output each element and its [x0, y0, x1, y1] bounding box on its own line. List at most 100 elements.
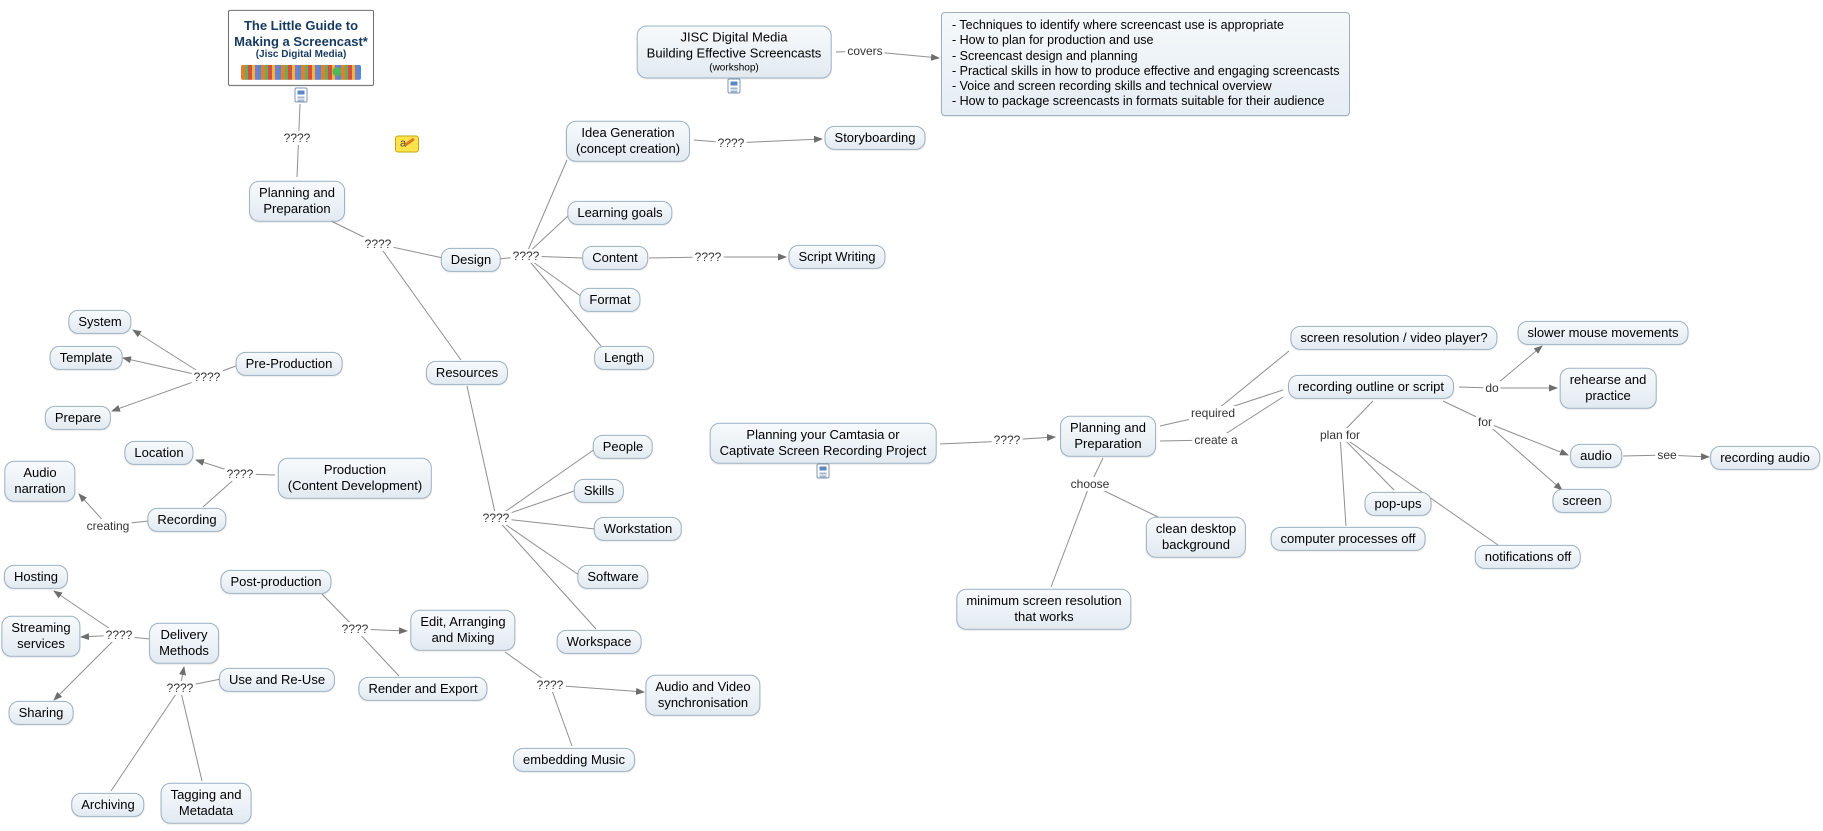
node-archiving[interactable]: Archiving	[71, 792, 145, 818]
node-recording-outline-script[interactable]: recording outline or script	[1288, 374, 1454, 400]
label-resources-children[interactable]: ????	[480, 511, 512, 525]
label-creating[interactable]: creating	[84, 519, 132, 533]
node-screen[interactable]: screen	[1552, 488, 1612, 514]
node-post-production[interactable]: Post-production	[220, 569, 332, 595]
node-software[interactable]: Software	[577, 564, 649, 590]
node-workstation[interactable]: Workstation	[593, 516, 683, 542]
label-idea-storyboarding[interactable]: ????	[715, 136, 747, 150]
node-label-line: People	[602, 438, 644, 454]
node-label-line: Design	[450, 251, 492, 267]
label-create-a[interactable]: create a	[1192, 433, 1240, 447]
label-do[interactable]: do	[1483, 381, 1501, 395]
label-preproduction-children[interactable]: ????	[191, 370, 223, 384]
node-label-line: Learning goals	[577, 204, 663, 220]
label-planning-design[interactable]: ????	[362, 237, 394, 251]
label-edit-children[interactable]: ????	[534, 678, 566, 692]
annotation-icon[interactable]	[395, 135, 419, 153]
node-format[interactable]: Format	[579, 287, 641, 313]
node-location[interactable]: Location	[124, 440, 194, 466]
node-audio[interactable]: audio	[1570, 443, 1622, 469]
edge-line	[495, 517, 580, 576]
node-label-line: System	[78, 313, 122, 329]
edge-line	[111, 376, 208, 412]
node-label-line: Storyboarding	[834, 129, 916, 145]
label-covers[interactable]: covers	[845, 44, 885, 58]
node-use-and-reuse[interactable]: Use and Re-Use	[218, 667, 336, 693]
resource-icon[interactable]	[294, 87, 308, 103]
label-to-delivery[interactable]: ????	[164, 681, 196, 695]
label-root-planning[interactable]: ????	[281, 131, 313, 145]
node-label-line: Content	[592, 249, 638, 265]
node-storyboarding[interactable]: Storyboarding	[824, 125, 926, 151]
node-learning-goals[interactable]: Learning goals	[567, 200, 673, 226]
label-design-children[interactable]: ????	[510, 249, 542, 263]
node-design[interactable]: Design	[440, 247, 502, 273]
label-production-children[interactable]: ????	[224, 467, 256, 481]
node-workshop-topics[interactable]: - Techniques to identify where screencas…	[941, 12, 1351, 116]
label-for[interactable]: for	[1475, 415, 1495, 429]
edge-line	[53, 634, 120, 701]
label-choose[interactable]: choose	[1068, 477, 1112, 491]
node-workspace[interactable]: Workspace	[556, 629, 642, 655]
node-resources[interactable]: Resources	[425, 360, 509, 386]
node-popups[interactable]: pop-ups	[1364, 491, 1432, 517]
node-production[interactable]: Production(Content Development)	[277, 457, 433, 499]
node-recording-audio[interactable]: recording audio	[1710, 445, 1820, 471]
node-notifications-off[interactable]: notifications off	[1474, 544, 1582, 570]
node-label-line: clean desktop	[1155, 520, 1237, 536]
label-camtasia-planning[interactable]: ????	[991, 433, 1023, 447]
edge-line	[525, 256, 583, 298]
node-idea-generation[interactable]: Idea Generation(concept creation)	[565, 120, 691, 162]
node-content[interactable]: Content	[582, 245, 648, 271]
node-label-line: - Voice and screen recording skills and …	[952, 79, 1272, 93]
node-skills[interactable]: Skills	[573, 478, 625, 504]
node-label-line: - How to plan for production and use	[952, 33, 1154, 48]
label-see[interactable]: see	[1655, 448, 1679, 462]
node-length[interactable]: Length	[594, 345, 654, 371]
node-sharing[interactable]: Sharing	[8, 700, 74, 726]
node-people[interactable]: People	[592, 434, 654, 460]
label-required[interactable]: required	[1188, 406, 1238, 420]
label-content-script[interactable]: ????	[692, 250, 724, 264]
resource-icon[interactable]	[816, 463, 830, 479]
node-computer-processes-off[interactable]: computer processes off	[1270, 526, 1426, 552]
edge-line	[1050, 483, 1091, 588]
node-template[interactable]: Template	[49, 345, 123, 371]
resource-icon[interactable]	[727, 78, 741, 94]
label-delivery-children[interactable]: ????	[103, 628, 135, 642]
node-screen-resolution[interactable]: screen resolution / video player?	[1290, 325, 1498, 351]
label-postproduction-children[interactable]: ????	[339, 622, 371, 636]
edge-line	[1484, 421, 1563, 491]
node-render-and-export[interactable]: Render and Export	[358, 676, 488, 702]
node-label-line: rehearse and	[1569, 371, 1647, 387]
node-label-line: minimum screen resolution	[966, 592, 1122, 608]
wordle-art	[241, 65, 361, 81]
node-label-line: Making a Screencast*	[234, 33, 368, 49]
label-plan-for[interactable]: plan for	[1317, 428, 1363, 442]
node-embedding-music[interactable]: embedding Music	[513, 747, 635, 773]
node-pre-production[interactable]: Pre-Production	[235, 351, 343, 377]
node-label-line: recording outline or script	[1298, 378, 1444, 394]
node-slower-mouse-movements[interactable]: slower mouse movements	[1517, 320, 1689, 346]
node-script-writing[interactable]: Script Writing	[788, 244, 886, 270]
node-hosting[interactable]: Hosting	[3, 564, 69, 590]
node-recording[interactable]: Recording	[147, 507, 227, 533]
node-prepare[interactable]: Prepare	[44, 405, 112, 431]
node-system[interactable]: System	[68, 309, 132, 335]
node-label-line: Sharing	[18, 704, 64, 720]
